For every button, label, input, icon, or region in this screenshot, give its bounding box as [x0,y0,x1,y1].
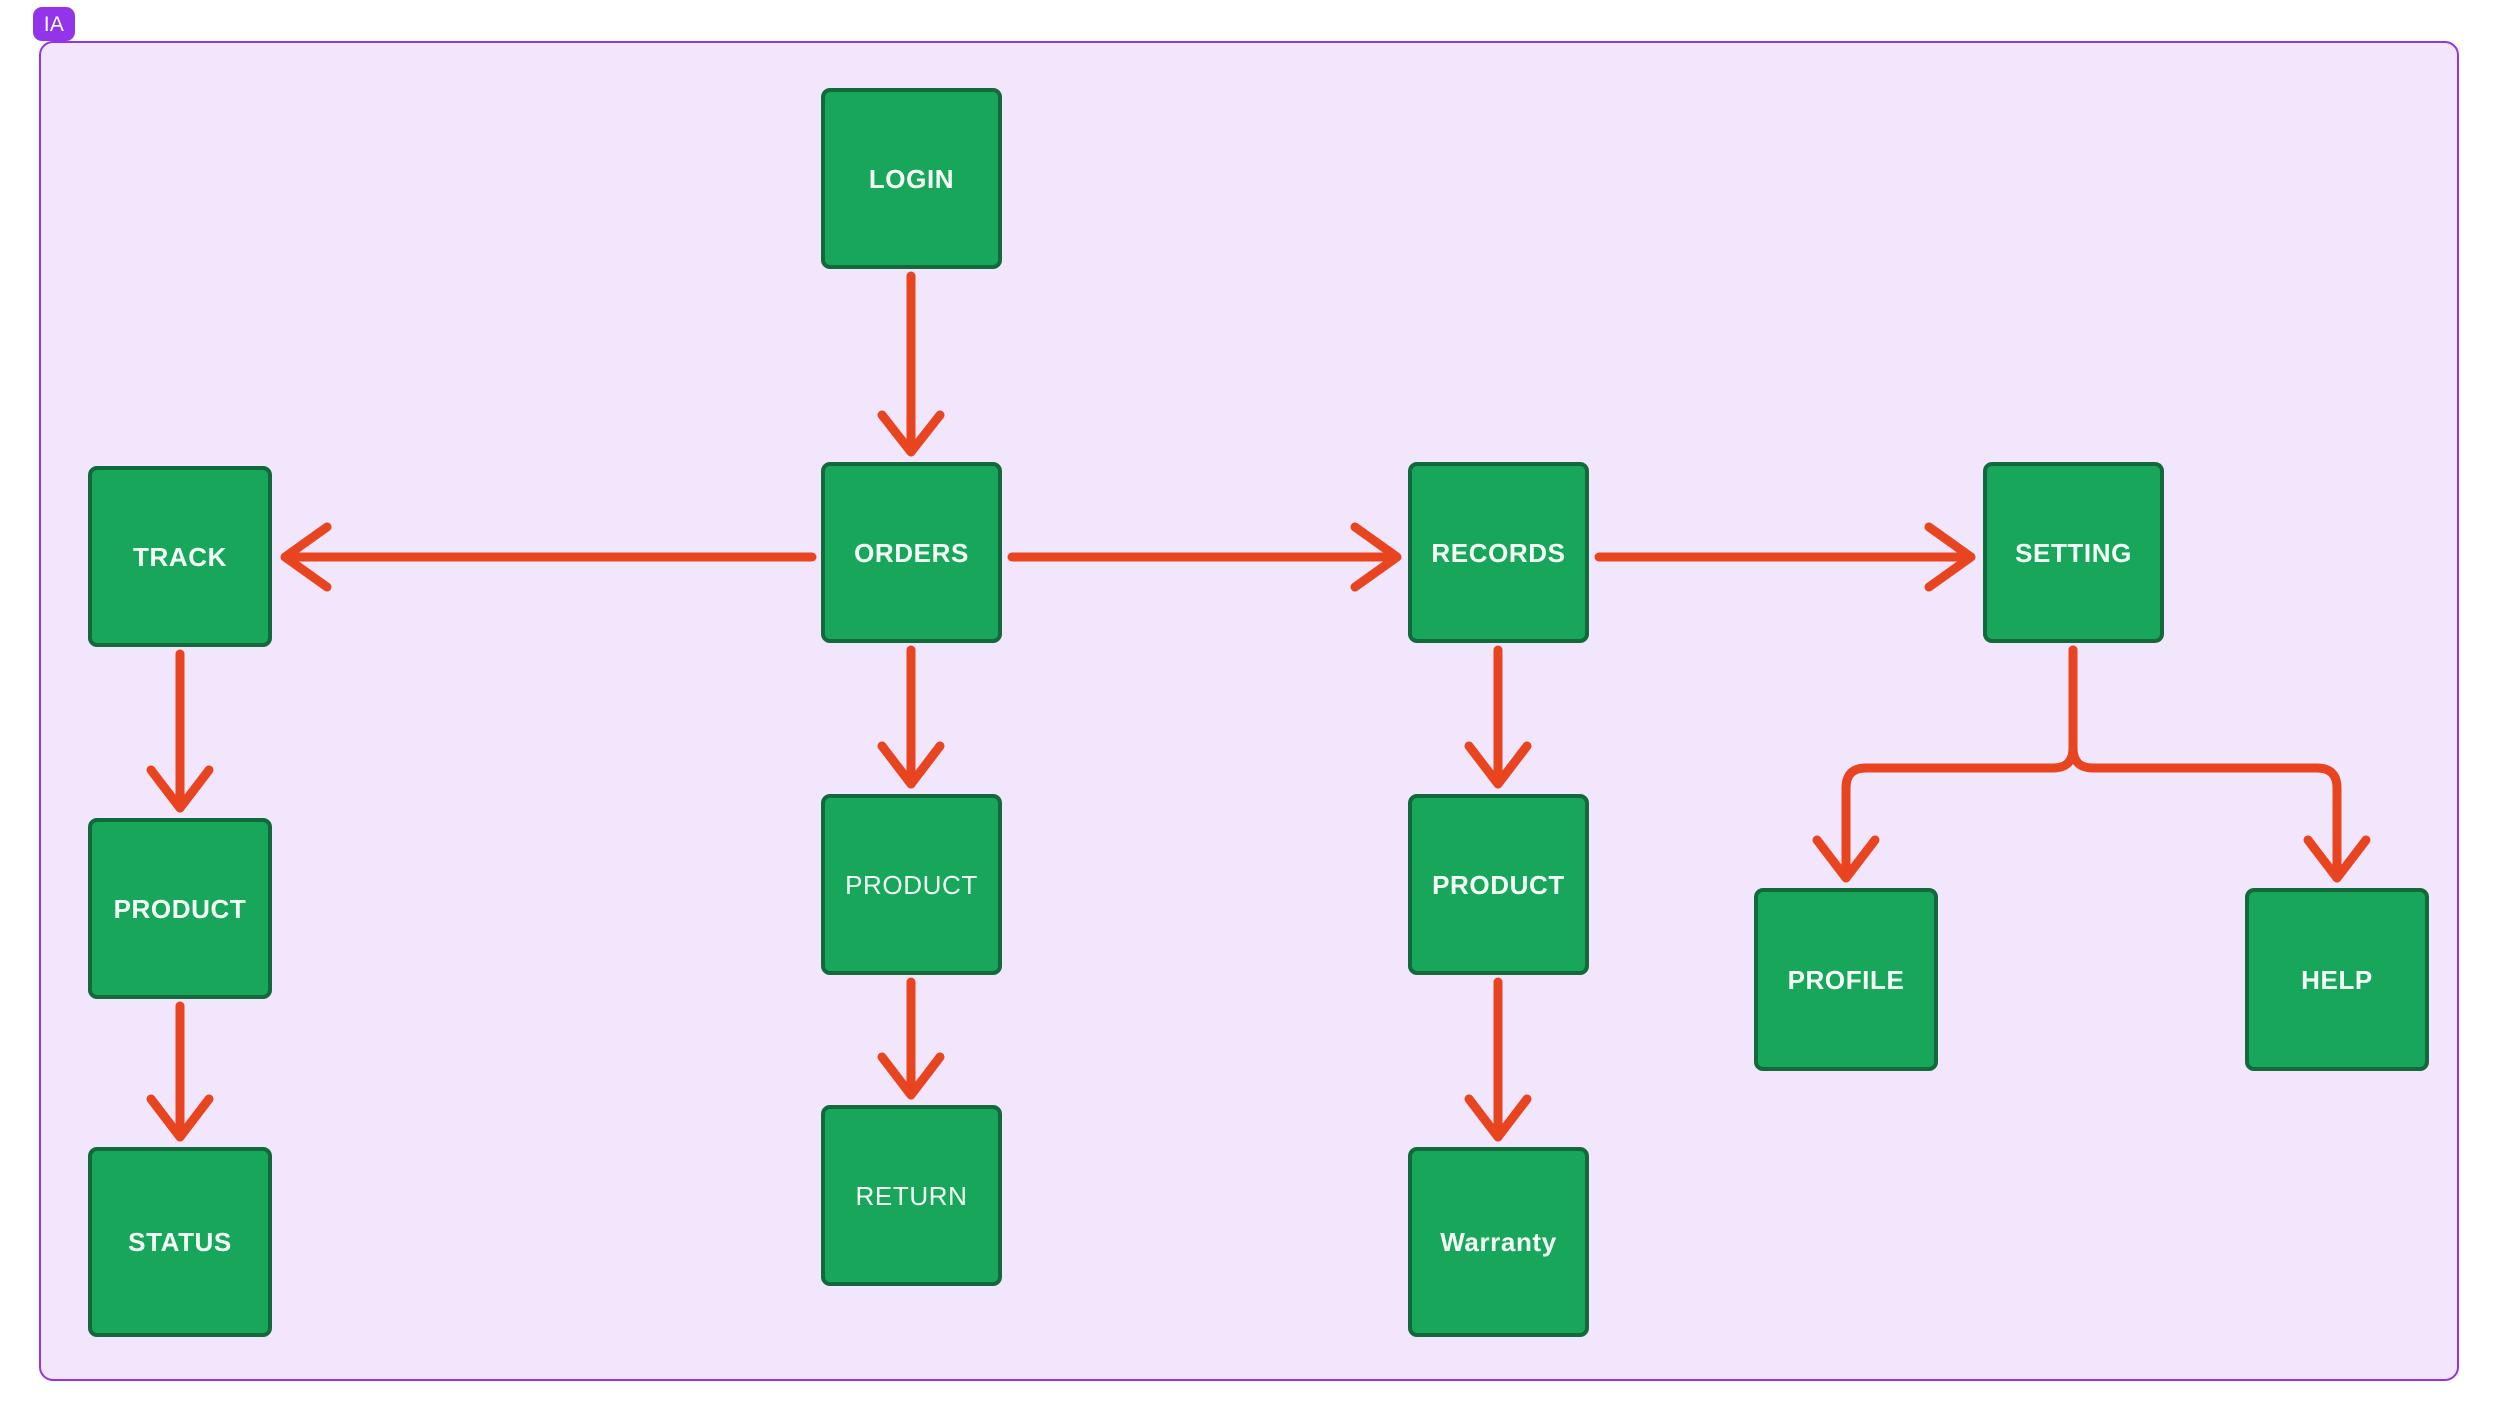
node-product-orders-label: PRODUCT [845,869,978,900]
node-warranty-label: Warranty [1440,1227,1557,1257]
node-setting[interactable]: SETTING [1983,462,2164,643]
node-records[interactable]: RECORDS [1408,462,1589,643]
node-records-label: RECORDS [1431,537,1566,568]
diagram-panel [39,41,2459,1381]
node-profile[interactable]: PROFILE [1754,888,1938,1071]
node-status-label: STATUS [128,1227,232,1257]
node-setting-label: SETTING [2015,537,2132,568]
node-track-label: TRACK [133,541,227,572]
node-profile-label: PROFILE [1787,964,1905,995]
node-help[interactable]: HELP [2245,888,2429,1071]
node-orders[interactable]: ORDERS [821,462,1002,643]
ia-badge: IA [33,7,75,41]
node-product-orders[interactable]: PRODUCT [821,794,1002,975]
node-login-label: LOGIN [868,163,955,194]
node-help-label: HELP [2301,964,2373,995]
node-product-records-label: PRODUCT [1432,869,1565,900]
node-status[interactable]: STATUS [88,1147,272,1337]
node-track[interactable]: TRACK [88,466,272,647]
node-login[interactable]: LOGIN [821,88,1002,269]
node-product-track-label: PRODUCT [113,893,247,924]
node-orders-label: ORDERS [854,537,969,568]
ia-badge-label: IA [43,12,65,36]
node-return[interactable]: RETURN [821,1105,1002,1286]
node-return-label: RETURN [855,1180,968,1211]
node-product-track[interactable]: PRODUCT [88,818,272,999]
node-product-records[interactable]: PRODUCT [1408,794,1589,975]
node-warranty[interactable]: Warranty [1408,1147,1589,1337]
